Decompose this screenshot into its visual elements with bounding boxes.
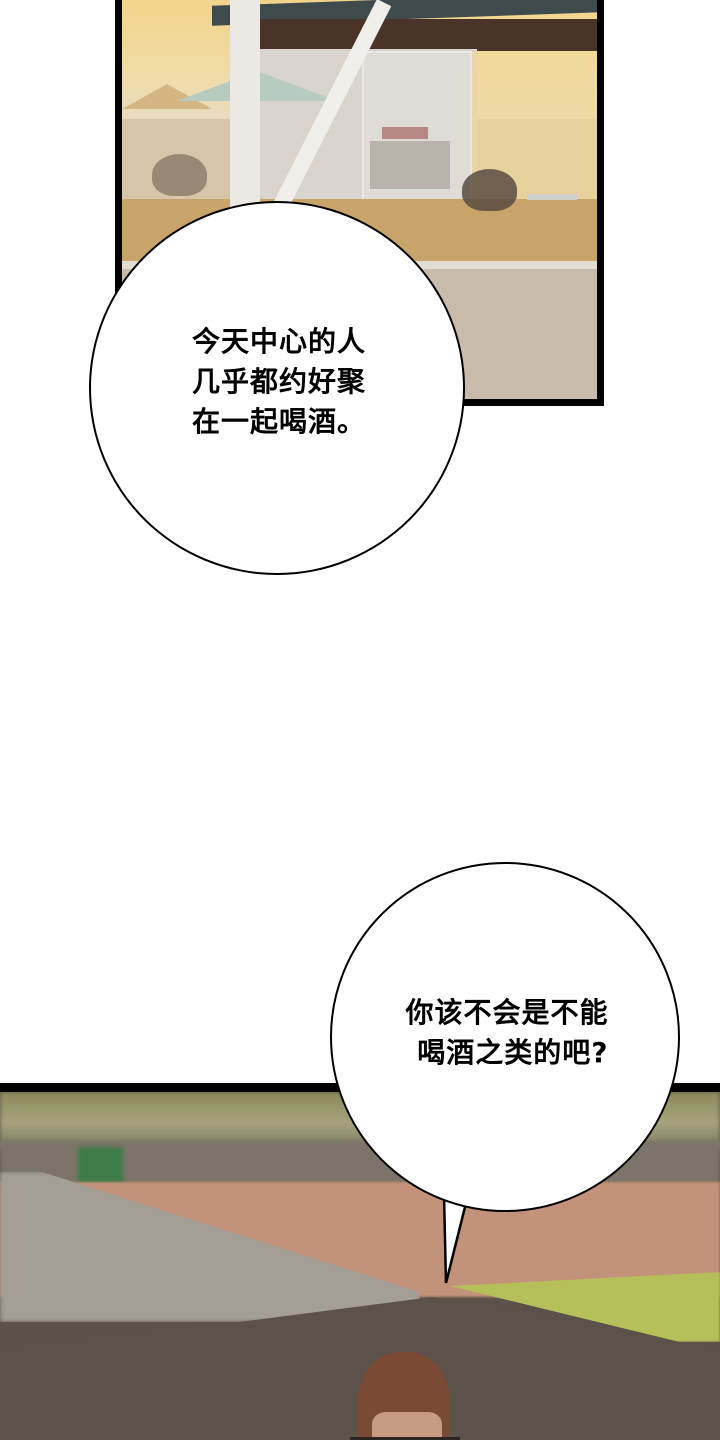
glass-door [362,51,472,216]
speech-bubble-2: 你该不会是不能 喝酒之类的吧? [330,862,680,1212]
cafe-panel [115,0,604,406]
character-body [350,1437,460,1440]
white-pole [230,0,260,214]
wire-chair [462,169,517,211]
wire-chair [152,154,207,196]
park-panel [0,1083,720,1440]
wood-facade [252,19,597,51]
cafe-table [527,194,577,200]
speech-bubble-1: 今天中心的人 几乎都约好聚 在一起喝酒。 [89,201,465,575]
character-face [372,1412,442,1440]
bubble-2-text: 你该不会是不能 喝酒之类的吧? [405,996,609,1069]
bubble-1-text: 今天中心的人 几乎都约好聚 在一起喝酒。 [191,325,366,438]
green-sign [78,1147,123,1187]
